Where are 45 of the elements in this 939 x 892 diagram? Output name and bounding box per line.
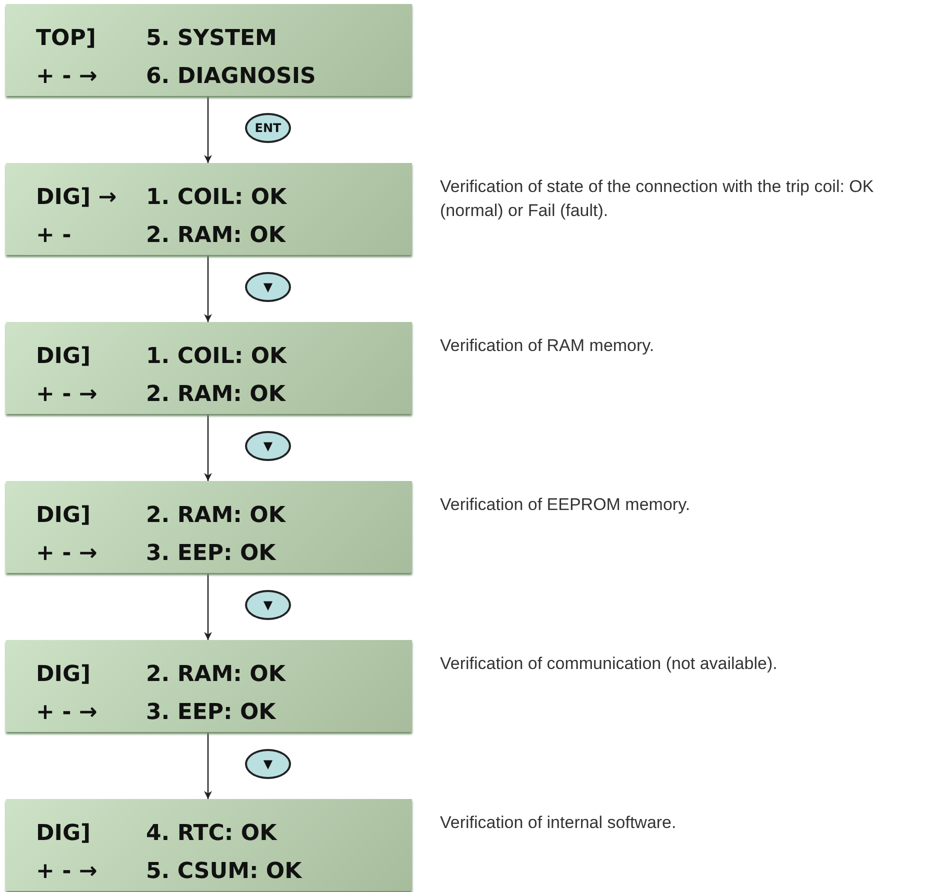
key-button: ▼ xyxy=(245,748,291,778)
display-text: + - → xyxy=(36,64,98,90)
key-button: ▼ xyxy=(245,590,291,620)
display-text: 6. DIAGNOSIS xyxy=(146,64,316,90)
display-text: 4. RTC: OK xyxy=(146,821,277,847)
display-text: + - → xyxy=(36,859,98,885)
lcd-screen xyxy=(6,799,412,891)
arrow xyxy=(204,573,212,640)
display-text: + - → xyxy=(36,700,98,726)
description-text: Verification of internal software. xyxy=(440,812,678,834)
display-text: DIG] xyxy=(36,662,91,688)
display-text: 5. CSUM: OK xyxy=(146,859,302,885)
key-button: ▼ xyxy=(245,430,291,460)
arrow xyxy=(204,96,212,163)
key-button: ▼ xyxy=(245,272,291,302)
display-text: 5. SYSTEM xyxy=(146,26,277,52)
display-text: 1. COIL: OK xyxy=(146,344,287,370)
display-text: + - → xyxy=(36,541,98,567)
lcd-screen xyxy=(6,4,412,96)
display-text: DIG] xyxy=(36,503,91,529)
display-text: 3. EEP: OK xyxy=(146,700,276,726)
display-text: 1. COIL: OK xyxy=(146,185,287,211)
lcd-screen xyxy=(6,322,412,414)
display-text: DIG] xyxy=(36,821,91,847)
display-text: + - → xyxy=(36,382,98,408)
display-text: DIG] → xyxy=(36,185,117,211)
arrow xyxy=(204,414,212,481)
lcd-screen xyxy=(6,163,412,255)
display-text: TOP] xyxy=(36,26,96,52)
arrow xyxy=(204,255,212,322)
description-text: Verification of RAM memory. xyxy=(440,335,656,357)
lcd-screen xyxy=(6,481,412,573)
arrow xyxy=(204,732,212,799)
display-text: 2. RAM: OK xyxy=(146,662,286,688)
display-text: 2. RAM: OK xyxy=(146,503,286,529)
display-text: + - xyxy=(36,223,72,249)
display-text: 2. RAM: OK xyxy=(146,382,286,408)
display-text: 2. RAM: OK xyxy=(146,223,286,249)
lcd-screen xyxy=(6,640,412,732)
description-text: Verification of communication (not available). xyxy=(440,653,778,675)
display-text: DIG] xyxy=(36,344,91,370)
key-button: ENT xyxy=(245,112,291,142)
display-text: 3. EEP: OK xyxy=(146,541,276,567)
description-text: Verification of EEPROM memory. xyxy=(440,494,692,516)
description-text: Verification of state of the connection with the trip coil: OK (normal) or Fail (fault). xyxy=(440,176,875,222)
